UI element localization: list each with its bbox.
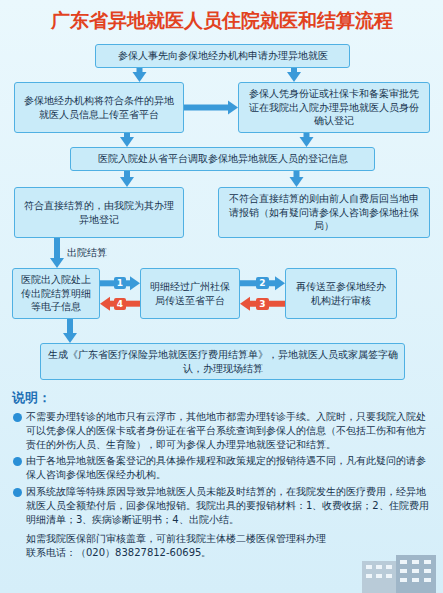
hospital-building [356,553,440,593]
flow-arrow [120,171,134,187]
flow-arrow [240,276,285,290]
arrow-part [120,137,134,147]
process-box: 再传送至参保地经办机构进行审核 [285,268,397,319]
flow-arrow [184,101,238,115]
edge-label: 2 [256,277,268,289]
process-box: 参保人凭身份证或社保卡和备案审批凭证在我院出入院办理异地就医人员身份确认登记 [238,82,430,133]
flow-arrow [240,297,285,311]
page-title: 广东省异地就医人员住院就医和结算流程 [0,8,443,34]
flow-arrow [287,68,301,82]
contact-text: 如需我院医保部门审核盖章，可前往我院主体楼二楼医保管理科办理 [12,532,336,546]
arrow-part [290,177,304,187]
edge-label: 4 [114,298,126,310]
arrow-part [228,101,238,115]
arrow-part [130,276,140,290]
arrow-part [240,297,250,311]
box-text: 明细经过广州社保局传送至省平台 [147,280,233,307]
bullet-icon [13,457,22,466]
arrow-part [133,72,147,82]
arrow-part [63,333,77,343]
arrow-part [124,171,130,178]
process-box: 符合直接结算的，由我院为其办理异地登记 [14,187,184,238]
contact-text: 联系电话：（020）83827812-60695。 [12,546,336,560]
arrow-part [294,171,300,178]
arrow-part [275,276,285,290]
process-box: 参保人事先向参保地经办机构申请办理异地就医 [95,44,350,68]
edge-label: 1 [114,277,126,289]
arrow-part [67,319,73,334]
box-text: 参保人事先向参保地经办机构申请办理异地就医 [118,49,328,63]
flow-arrow [120,133,134,147]
note-text: 因系统故障等特殊原因导致异地就医人员未能及时结算的，在我院发生的医疗费用，经异地… [26,486,429,525]
box-text: 参保人凭身份证或社保卡和备案审批凭证在我院出入院办理异地就医人员身份确认登记 [245,87,423,128]
edge-label: 3 [256,298,268,310]
process-box: 不符合直接结算的则由前人自费后回当地申请报销（如有疑问请参保人咨询参保地社保局） [218,187,430,238]
notes-heading: 说明： [12,390,430,407]
edge-label: 出院结算 [65,247,109,259]
notes-section: 说明： 不需要办理转诊的地市只有云浮市，其他地市都需办理转诊手续。入院时，只要我院… [12,390,430,560]
box-text: 医院入院处从省平台调取参保地异地就医人员的登记信息 [98,152,348,166]
flow-arrow [50,238,64,268]
arrow-part [54,238,60,259]
box-text: 不符合直接结算的则由前人自费后回当地申请报销（如有疑问请参保人咨询参保地社保局） [225,192,423,233]
box-text: 再传送至参保地经办机构进行审核 [292,280,390,307]
flow-arrow [133,68,147,82]
arrow-part [50,258,64,268]
note-item: 由于各地异地就医备案登记的具体操作规程和政策规定的报销待遇不同，凡有此疑问的请参… [12,454,430,482]
process-box: 参保地经办机构将符合条件的异地就医人员信息上传至省平台 [14,82,184,133]
bullet-icon [13,488,22,497]
arrow-part [300,137,314,147]
note-item: 因系统故障等特殊原因导致异地就医人员未能及时结算的，在我院发生的医疗费用，经异地… [12,485,430,526]
box-text: 医院出入院处上传出院结算明细等电子信息 [19,273,93,314]
arrow-part [120,177,134,187]
flow-arrow [63,319,77,343]
process-box: 医院出入院处上传出院结算明细等电子信息 [12,268,100,319]
flow-arrow [100,276,140,290]
flow-arrow [300,133,314,147]
arrow-part [184,105,229,111]
bullet-icon [13,413,22,422]
box-text: 符合直接结算的，由我院为其办理异地登记 [21,199,177,226]
box-text: 参保地经办机构将符合条件的异地就医人员信息上传至省平台 [21,94,177,121]
process-box: 生成《广东省医疗保险异地就医医疗费用结算单》，异地就医人员或家属签字确认，办理现… [40,343,405,380]
process-box: 明细经过广州社保局传送至省平台 [140,268,240,319]
process-box: 医院入院处从省平台调取参保地异地就医人员的登记信息 [70,147,375,171]
note-item: 不需要办理转诊的地市只有云浮市，其他地市都需办理转诊手续。入院时，只要我院入院处… [12,410,430,451]
flow-arrow [100,297,140,311]
box-text: 生成《广东省医疗保险异地就医医疗费用结算单》，异地就医人员或家属签字确认，办理现… [47,348,398,375]
flow-arrow [290,171,304,187]
arrow-part [100,297,110,311]
note-text: 由于各地异地就医备案登记的具体操作规程和政策规定的报销待遇不同，凡有此疑问的请参… [26,455,426,480]
note-text: 不需要办理转诊的地市只有云浮市，其他地市都需办理转诊手续。入院时，只要我院入院处… [26,411,426,450]
arrow-part [287,72,301,82]
